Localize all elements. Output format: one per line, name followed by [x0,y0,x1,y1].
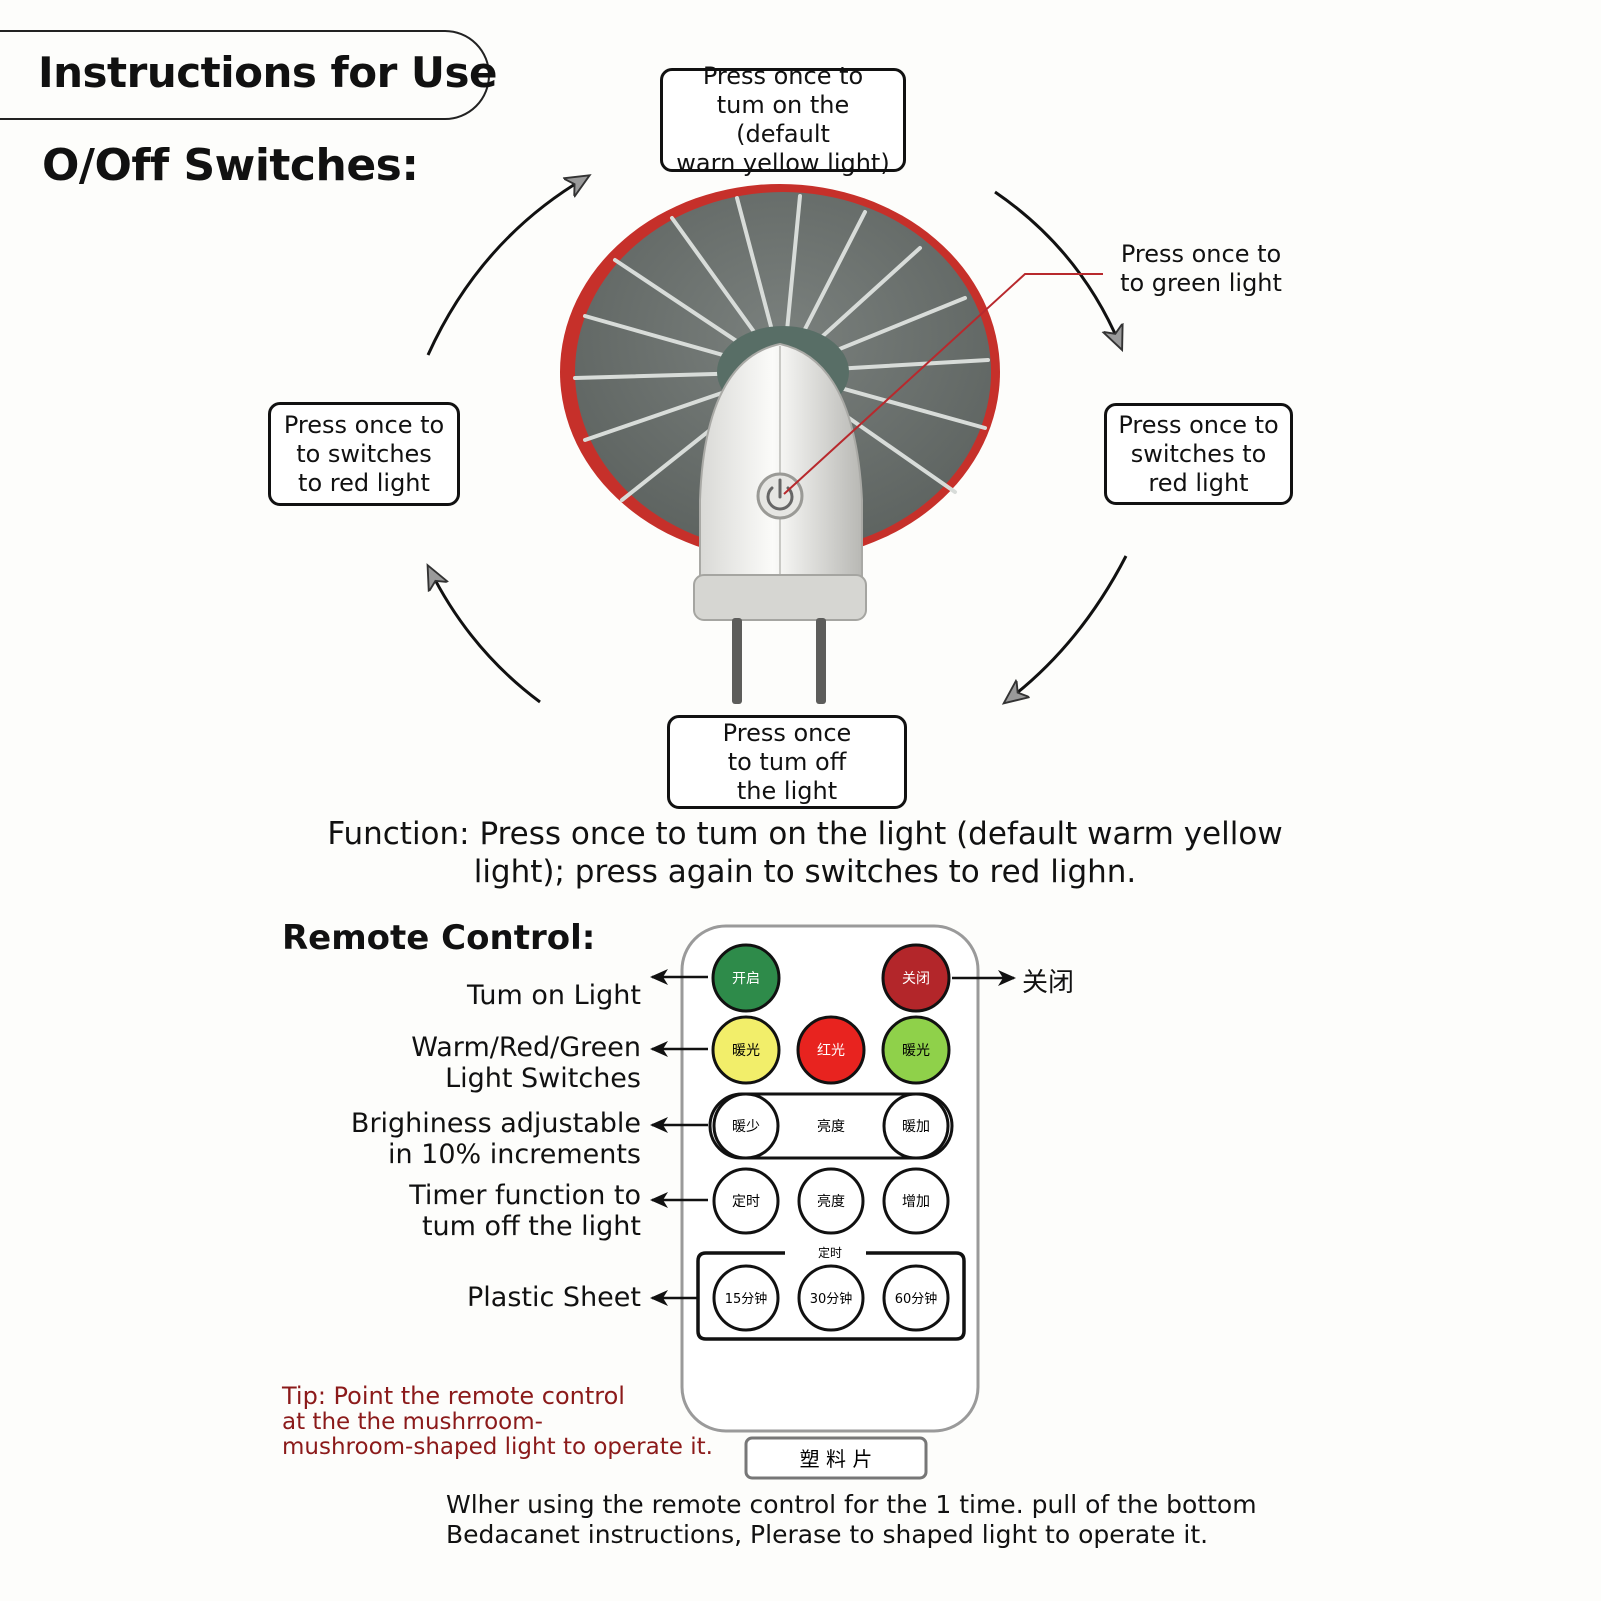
off-button[interactable]: 关闭 [881,943,951,1013]
svg-text:定时: 定时 [732,1194,760,1210]
label-turn-on: Tum on Light [467,980,641,1011]
plastic-sheet-tab[interactable]: 塑 料 片 [744,1436,928,1480]
label-timer: Timer function to tum off the light [409,1180,641,1242]
callout-right: Press once to switches to red light [1104,403,1293,505]
brightness-label: 亮度 [817,1118,845,1135]
timer-group-label: 定时 [818,1245,842,1260]
svg-text:暖少: 暖少 [732,1119,760,1135]
svg-text:红光: 红光 [817,1043,845,1059]
night-light-body [693,342,867,704]
title-frame [0,30,490,120]
footer-instructions: Wlher using the remote control for the 1… [446,1490,1257,1549]
svg-text:开启: 开启 [732,971,760,987]
tip-line-1: Tip: Point the remote control [282,1382,625,1410]
svg-text:暖加: 暖加 [902,1119,930,1135]
svg-text:15分钟: 15分钟 [725,1291,768,1307]
tip-note: Tip: Point the remote control at the the… [282,1384,722,1460]
callout-right-upper: Press once to to green light [1120,240,1282,297]
callout-left: Press once to to switches to red light [268,402,460,506]
leader-line-green [783,273,1103,495]
function-description: Function: Press once to tum on the light… [327,816,1283,890]
timer-15-button[interactable]: 15分钟 [712,1264,780,1332]
svg-text:60分钟: 60分钟 [895,1291,938,1307]
switch-cycle-diagram [0,0,1128,820]
page-title: Instructions for Use [38,48,498,97]
warm-light-button[interactable]: 暖光 [711,1015,781,1085]
section-title-remote: Remote Control: [282,918,596,958]
remote-diagram: 开启 关闭 暖光 红光 暖光 暖少 亮度 暖加 定时 亮度 增加 定时 [650,924,1016,1480]
timer-30-button[interactable]: 30分钟 [797,1264,865,1332]
tip-rest: at the the mushrroom- mushroom-shaped li… [282,1409,713,1460]
increase-button[interactable]: 增加 [882,1167,950,1235]
timer-group-frame [696,1251,966,1341]
cycle-arrow-top-left [426,178,585,356]
brightness-minus-button[interactable]: 暖少 [712,1092,780,1160]
section-title-switches: O/Off Switches: [42,140,419,191]
brightness-plus-button[interactable]: 暖加 [882,1092,950,1160]
svg-text:亮度: 亮度 [817,1193,845,1210]
on-button[interactable]: 开启 [711,943,781,1013]
svg-text:暖光: 暖光 [902,1043,930,1059]
cycle-arrow-top-right [994,190,1120,345]
label-color-switches: Warm/Red/Green Light Switches [411,1032,641,1094]
cycle-arrow-bottom-right [1008,555,1128,700]
cycle-arrow-bottom-left [430,570,541,704]
label-off: 关闭 [1022,968,1075,998]
svg-text:关闭: 关闭 [902,971,930,987]
timer-button[interactable]: 定时 [712,1167,780,1235]
svg-text:增加: 增加 [902,1194,930,1210]
svg-text:30分钟: 30分钟 [810,1291,853,1307]
green-light-button[interactable]: 暖光 [881,1015,951,1085]
label-brightness: Brighiness adjustable in 10% increments [350,1108,641,1170]
red-light-button[interactable]: 红光 [796,1015,866,1085]
power-icon[interactable] [756,472,804,520]
label-plastic-sheet: Plastic Sheet [467,1282,641,1313]
svg-text:暖光: 暖光 [732,1043,760,1059]
brightness-mid-button[interactable]: 亮度 [797,1167,865,1235]
svg-text:塑 料 片: 塑 料 片 [800,1447,873,1471]
callout-top: Press once to tum on the (default warn y… [660,62,906,177]
timer-60-button[interactable]: 60分钟 [882,1264,950,1332]
callout-bottom: Press once to tum off the light [667,715,907,809]
